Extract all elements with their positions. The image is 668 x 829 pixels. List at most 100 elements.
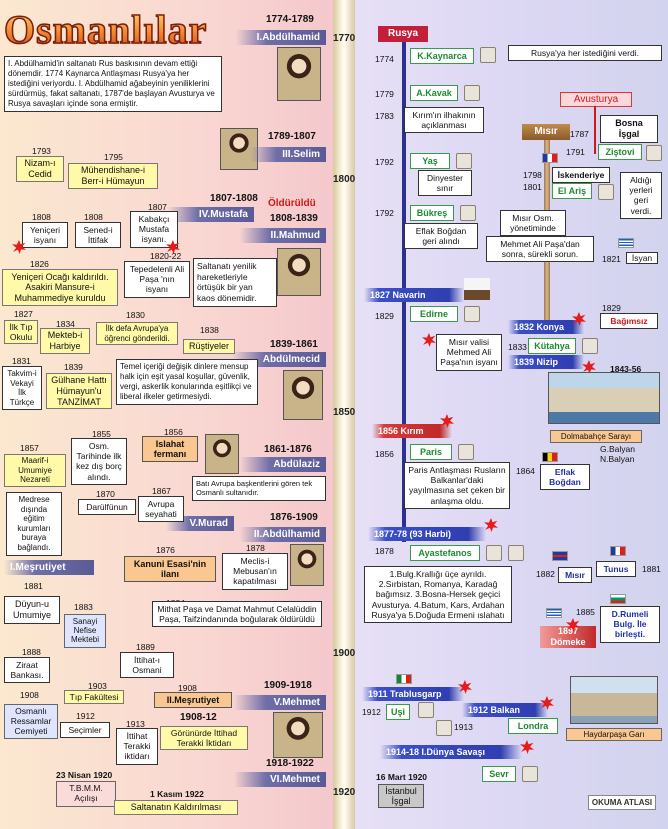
treaty-scroll-icon (464, 306, 480, 322)
year-1831: 1831 (12, 356, 31, 366)
ruler-years-2: 1789-1807 (268, 131, 316, 142)
war-dunya-savasi: 1914-18 I.Dünya Savaşı (380, 745, 522, 759)
year-1857: 1857 (20, 443, 39, 453)
year-1908-12: 1908-12 (180, 712, 217, 723)
timeline-axis (333, 0, 355, 829)
war-navarin: 1827 Navarin (364, 288, 464, 302)
year-1783: 1783 (375, 111, 394, 121)
france-flag-icon (542, 153, 558, 163)
year-1864: 1864 (516, 466, 535, 476)
austria-label: Avusturya (560, 92, 632, 107)
treaty-scroll-icon (522, 766, 538, 782)
ruler-name-3: IV.Mustafa (168, 207, 254, 222)
event-mithat-pasa: Mithat Paşa ve Damat Mahmut Celalüddin P… (152, 601, 322, 628)
event-secimler: Seçimler (60, 722, 110, 739)
greece-flag-icon (618, 238, 634, 248)
year-1881: 1881 (24, 581, 43, 591)
balyan-label: G.Balyan N.Balyan (600, 444, 635, 464)
event-misir-osm: Mısır Osm. yönetiminde (500, 210, 566, 237)
ruler-name-10: VI.Mehmet (234, 772, 326, 787)
haydarpasa-photo (570, 676, 658, 724)
treaty-usi: Uşi (386, 704, 410, 720)
left-panel (0, 0, 333, 829)
russia-label: Rusya (378, 26, 428, 42)
year-1774: 1774 (375, 54, 394, 64)
event-tip-fakultesi: Tıp Fakültesi (64, 690, 124, 705)
treaty-scroll-icon (598, 184, 614, 200)
event-iskenderiye: İskenderiye (552, 167, 610, 184)
abdulhamid-description: I. Abdülhamid'in saltanatı Rus baskısını… (4, 56, 222, 112)
ruler-name-9: V.Mehmet (234, 695, 326, 710)
treaty-scroll-icon (486, 545, 502, 561)
year-1838: 1838 (200, 325, 219, 335)
romania-flag-icon (542, 452, 558, 462)
year-1798: 1798 (523, 170, 542, 180)
event-ittihat-terakki: İttihat Terakki iktidarı (116, 728, 158, 765)
ruler-years-9: 1909-1918 (264, 680, 312, 691)
ruler-name-2: III.Selim (250, 147, 326, 162)
year-1829a: 1829 (375, 311, 394, 321)
treaty-scroll-icon (436, 720, 452, 736)
treaty-edirne: Edirne (410, 306, 458, 322)
treaty-scroll-icon (460, 205, 476, 221)
axis-year-1770: 1770 (333, 33, 356, 44)
event-bosna-isgal: Bosna İşgal (600, 115, 658, 143)
year-1827: 1827 (14, 309, 33, 319)
event-ittihat-osmani: İttihat-ı Osmani (120, 652, 174, 679)
treaty-ayastefanos: Ayastefanos (410, 545, 480, 561)
year-1870: 1870 (96, 489, 115, 499)
year-1912b: 1912 (362, 707, 381, 717)
year-1913: 1913 (126, 719, 145, 729)
event-tepedelenli: Tepedelenli Ali Paşa 'nın isyanı (124, 261, 190, 298)
okuma-atlasi-logo: OKUMA ATLASI (588, 795, 656, 810)
axis-year-1800: 1800 (333, 174, 356, 185)
treaty-scroll-icon (464, 85, 480, 101)
mahmud-description: Saltanatı yenilik hareketleriyle örtüşük… (193, 258, 277, 307)
event-sanayi-nefise: Sanayi Nefise Mektebi (64, 614, 106, 648)
event-dinyester: Dinyester sınır (418, 170, 472, 197)
treaty-sevr: Sevr (482, 766, 516, 782)
year-1908b: 1908 (20, 690, 39, 700)
ruler-name-1: I.Abdülhamid (236, 30, 326, 45)
year-1876: 1876 (156, 545, 175, 555)
event-mehmet-ali: Mehmet Ali Paşa'dan sonra, sürekli sorun… (486, 236, 594, 263)
year-1795: 1795 (104, 152, 123, 162)
year-1885: 1885 (576, 607, 595, 617)
war-trablusgarp: 1911 Trablusgarp (362, 687, 464, 701)
tanzimat-description: Temel içeriği değişik dinlere mensup hal… (116, 359, 258, 405)
year-1808a: 1808 (32, 212, 51, 222)
ship-icon (464, 278, 490, 300)
event-misir-ingiliz: Mısır (558, 567, 592, 584)
year-1807: 1807 (148, 202, 167, 212)
treaty-scroll-icon (456, 153, 472, 169)
event-istanbul-isgal: İstanbul İşgal (378, 784, 424, 808)
france-flag-icon (610, 546, 626, 556)
year-1878b: 1878 (375, 546, 394, 556)
year-1855: 1855 (92, 429, 111, 439)
portrait-abdulhamid2 (290, 544, 324, 586)
year-1792b: 1792 (375, 208, 394, 218)
page-title: Osmanlılar (3, 6, 208, 53)
ruler-years-6: 1861-1876 (264, 444, 312, 455)
treaty-scroll-icon (418, 702, 434, 718)
year-1878: 1878 (246, 543, 265, 553)
year-1792a: 1792 (375, 157, 394, 167)
portrait-abdulhamid1 (277, 47, 321, 101)
event-darulfunun: Darülfünun (78, 499, 136, 516)
portrait-abdulaziz (205, 434, 239, 474)
year-1883: 1883 (74, 602, 93, 612)
event-kirim-ilhak: Kırım'ın ilhakının açıklanması (404, 107, 484, 134)
event-dis-borc: Osm. Tarihinde ilk kez dış borç alındı. (71, 438, 127, 485)
treaty-kaynarca: K.Kaynarca (410, 48, 474, 64)
event-islahat-fermani: Islahat fermanı (142, 436, 198, 462)
treaty-paris: Paris (410, 444, 452, 460)
paris-description: Paris Antlaşması Rusların Balkanlar'daki… (404, 462, 510, 509)
portrait-mahmud2 (277, 248, 321, 296)
ruler-years-4: 1808-1839 (270, 213, 318, 224)
year-1779: 1779 (375, 89, 394, 99)
axis-year-1920: 1920 (333, 787, 356, 798)
event-takvim-vekayi: Takvim-i Vekayi İlk Türkçe (2, 366, 42, 411)
austria-line (594, 106, 596, 154)
event-maarif: Maarif-i Umumiye Nezareti (4, 454, 66, 487)
event-avrupa-ogrenci: İlk defa Avrupa'ya öğrenci gönderildi. (96, 322, 178, 346)
